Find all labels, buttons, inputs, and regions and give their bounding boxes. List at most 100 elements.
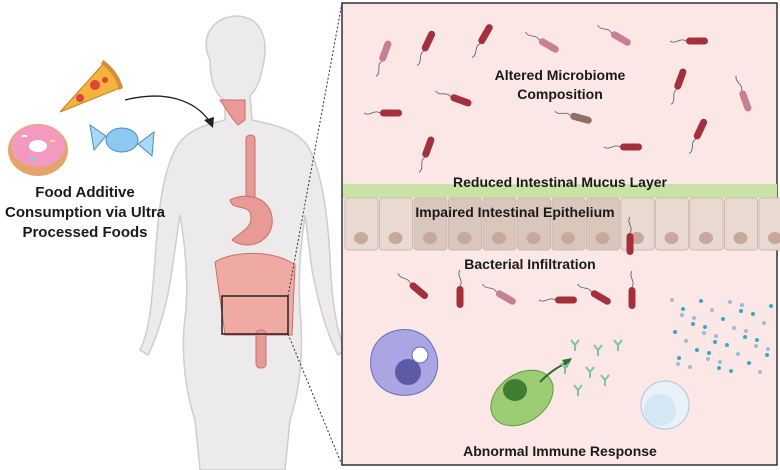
bacteria bbox=[363, 24, 752, 309]
cytokine-dot bbox=[747, 361, 751, 365]
cell-nucleus bbox=[595, 232, 610, 244]
cytokine-dot bbox=[688, 365, 692, 369]
bacterium bbox=[418, 136, 435, 173]
cytokine-dot bbox=[754, 344, 758, 348]
cytokine-dot bbox=[762, 321, 766, 325]
cytokine-dot bbox=[702, 331, 706, 335]
donut-icon bbox=[8, 124, 68, 176]
antibodies bbox=[560, 339, 623, 396]
cell-nucleus bbox=[388, 232, 403, 244]
bacterium bbox=[628, 270, 636, 309]
cytokine-dot bbox=[721, 317, 725, 321]
cytokine-dot bbox=[699, 299, 703, 303]
cell-nucleus bbox=[423, 232, 437, 244]
bacterium bbox=[554, 110, 592, 124]
cytokine-dot bbox=[728, 300, 732, 304]
zoom-box bbox=[221, 295, 289, 335]
epithelial-cell bbox=[413, 197, 448, 251]
bacterium bbox=[603, 143, 642, 151]
cytokine-dot bbox=[677, 356, 681, 360]
cytokine-dot bbox=[769, 304, 773, 308]
cell-nucleus bbox=[561, 232, 575, 244]
epithelial-cell bbox=[482, 197, 517, 251]
microbiome-line: Composition bbox=[517, 86, 603, 102]
cell-nucleus bbox=[664, 232, 679, 244]
antibody-icon bbox=[585, 366, 595, 378]
cytokine-dot bbox=[673, 330, 677, 334]
bacterium bbox=[471, 24, 493, 58]
cytokine-dot bbox=[765, 353, 769, 357]
bacterium bbox=[375, 40, 392, 77]
antibody-icon bbox=[560, 362, 570, 374]
cytokine-dot bbox=[713, 340, 717, 344]
cell-nucleus bbox=[699, 232, 713, 244]
epithelial-cell bbox=[517, 197, 551, 251]
pizza-icon bbox=[59, 60, 123, 113]
bacterium bbox=[577, 283, 611, 305]
antibody-icon bbox=[573, 384, 583, 396]
microbiome-label: Altered Microbiome Composition bbox=[460, 66, 660, 104]
cytokine-dot bbox=[684, 339, 688, 343]
cytokine-dot bbox=[714, 334, 718, 338]
cytokine-dot bbox=[695, 348, 699, 352]
cytokine-dot bbox=[744, 329, 748, 333]
lymphocyte bbox=[640, 380, 690, 430]
epithelial-cell bbox=[344, 197, 379, 251]
bacterium bbox=[482, 283, 516, 305]
cytokine-dot bbox=[729, 369, 733, 373]
zoom-line-top bbox=[287, 2, 343, 297]
epithelium bbox=[344, 197, 780, 251]
cell-nucleus bbox=[492, 232, 506, 244]
digestive-tract bbox=[214, 99, 296, 369]
bacterium bbox=[363, 109, 402, 117]
bacterium bbox=[670, 68, 687, 105]
bacterium bbox=[525, 31, 559, 53]
cytokine-dot bbox=[725, 343, 729, 347]
food-additive-caption: Food Additive Consumption via Ultra Proc… bbox=[0, 183, 170, 243]
cell-nucleus bbox=[768, 232, 780, 244]
bacterium bbox=[735, 75, 752, 112]
cytokine-dot bbox=[743, 335, 747, 339]
bacterium bbox=[597, 24, 631, 46]
antibody-icon bbox=[613, 339, 623, 351]
infiltration-label: Bacterial Infiltration bbox=[464, 256, 596, 272]
cytokine-dot bbox=[736, 352, 740, 356]
caption-line: Food Additive bbox=[35, 184, 135, 201]
bacterium bbox=[435, 90, 472, 107]
bacterium bbox=[688, 118, 708, 154]
bacterium bbox=[397, 273, 429, 299]
epithelium-label: Impaired Intestinal Epithelium bbox=[415, 204, 615, 220]
cell-nucleus bbox=[733, 232, 748, 244]
epithelial-cell bbox=[724, 197, 758, 251]
cytokine-dot bbox=[732, 326, 736, 330]
cytokine-dot bbox=[717, 366, 721, 370]
epithelial-cell bbox=[448, 197, 482, 251]
bacterium bbox=[538, 296, 577, 304]
cytokine-dot bbox=[692, 316, 696, 320]
epithelial-cell bbox=[551, 197, 586, 251]
mucus-layer bbox=[343, 184, 777, 198]
cytokine-dot bbox=[703, 325, 707, 329]
epithelial-cell bbox=[689, 197, 724, 251]
epithelial-cell bbox=[586, 197, 620, 251]
cytokine-dot bbox=[718, 360, 722, 364]
cell-nucleus bbox=[457, 232, 472, 244]
candy-icon bbox=[89, 123, 155, 158]
cytokines bbox=[670, 298, 773, 374]
cytokine-dot bbox=[706, 357, 710, 361]
caption-line: Consumption via Ultra bbox=[4, 204, 165, 221]
microbiome-line: Altered Microbiome bbox=[494, 67, 626, 83]
cytokine-dot bbox=[755, 338, 759, 342]
cell-nucleus bbox=[526, 232, 541, 244]
cytokine-dot bbox=[676, 362, 680, 366]
cytokine-dot bbox=[681, 307, 685, 311]
epithelial-cell bbox=[379, 197, 413, 251]
cell-nucleus bbox=[354, 232, 368, 244]
antibody-icon bbox=[600, 374, 610, 386]
antibody-icon bbox=[593, 344, 603, 356]
cytokine-dot bbox=[739, 309, 743, 313]
bacterium bbox=[669, 37, 708, 45]
cytokine-dot bbox=[710, 308, 714, 312]
immune-response-label: Abnormal Immune Response bbox=[463, 443, 657, 459]
